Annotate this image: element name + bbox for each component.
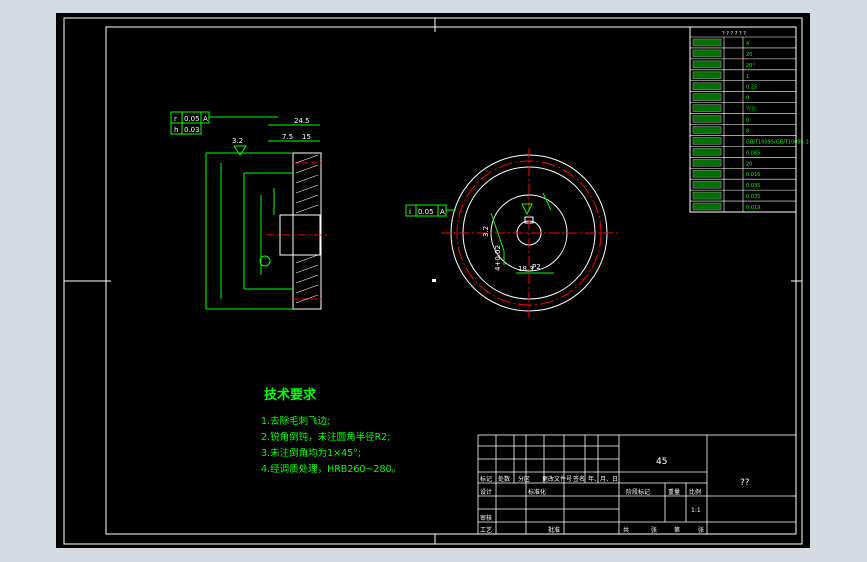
gear-body <box>292 152 322 310</box>
dim-front-3-2: 3.2 <box>482 226 490 237</box>
tb-material: 45 <box>656 457 667 467</box>
param-label-4 <box>692 82 722 90</box>
param-value-5: 0 <box>746 96 749 102</box>
param-value-9: GB/T10095(GB/T10095.1~2) <box>746 139 810 145</box>
param-header: ? ? ? ? ? ? <box>722 31 746 37</box>
tech-req-2: 2.锐角倒钝，未注圆角半径R2; <box>261 431 390 443</box>
tol1-datum: A <box>203 115 208 123</box>
tol1-sym: r <box>174 115 177 123</box>
sheet-inner-border <box>105 26 797 535</box>
tb-date: 年、月、日 <box>588 475 618 483</box>
tol-frame-2 <box>170 122 202 135</box>
side-section-view: r 0.05 A h 0.03 24.5 7.5 15 3.2 <box>170 111 328 310</box>
tb-approve: 批准 <box>548 526 560 534</box>
param-label-5 <box>692 93 722 101</box>
param-value-6: 7(?) <box>746 107 756 113</box>
tb-scale: 1:1 <box>691 507 701 514</box>
param-value-10: 0.085 <box>746 150 760 156</box>
param-label-14 <box>692 191 722 200</box>
tb-sheets-total-b: 张 <box>651 526 657 534</box>
param-label-9 <box>692 137 722 145</box>
tol2-sym: h <box>174 126 178 134</box>
param-value-13: 0.035 <box>746 183 760 189</box>
param-value-14: 0.035 <box>746 194 760 200</box>
dim-7-5: 7.5 <box>282 133 293 141</box>
tech-req-3: 3.未注倒角均为1×45°; <box>261 447 361 459</box>
param-value-2: 20° <box>746 63 755 69</box>
gear-drawing: r 0.05 A h 0.03 24.5 7.5 15 3.2 <box>63 17 810 545</box>
param-value-15: 0.019 <box>746 205 760 211</box>
dim-4-002: 4+0.02 <box>494 245 502 271</box>
tb-standard: 标准化 <box>528 488 546 496</box>
tb-sheets-no-b: 张 <box>698 526 704 534</box>
param-value-12: 0.016 <box>746 172 760 178</box>
tb-review: 审核 <box>480 514 492 522</box>
param-label-1 <box>692 49 722 58</box>
tol2-val: 0.03 <box>184 126 200 134</box>
param-label-0 <box>692 38 722 47</box>
param-label-6 <box>692 104 722 112</box>
param-label-13 <box>692 180 722 189</box>
dim-18-3: 18.3 <box>518 265 534 273</box>
tech-req-4: 4.经调质处理，HRB260~280。 <box>261 463 401 475</box>
tb-sheets-total-a: 共 <box>623 526 629 534</box>
param-label-7 <box>692 115 722 123</box>
tb-stage: 阶段标记 <box>626 488 650 496</box>
param-value-4: 0.25 <box>746 85 757 91</box>
dim-3-2: 3.2 <box>232 137 243 145</box>
param-value-0: 4 <box>746 41 749 47</box>
tol1-val: 0.05 <box>184 115 200 123</box>
parameter-table: ? ? ? ? ? ? 4 20 20° 1 0.25 0 7(?) 0 8GB/T10095(… <box>689 26 810 213</box>
param-label-12 <box>692 169 722 178</box>
param-value-11: 20 <box>746 161 752 167</box>
param-value-3: 1 <box>746 74 749 80</box>
tb-change: 更改文件号 <box>542 475 572 483</box>
tb-weight: 重量 <box>668 488 680 496</box>
param-label-2 <box>692 60 722 69</box>
tb-zone: 分区 <box>518 475 530 483</box>
tb-drawing-no: ?? <box>740 478 750 488</box>
tb-design: 设计 <box>480 488 492 496</box>
param-value-8: 8 <box>746 128 749 134</box>
param-label-15 <box>692 202 722 211</box>
param-value-7: 0 <box>746 118 749 124</box>
title-block <box>477 434 797 535</box>
tolf-sym: i <box>409 208 411 216</box>
title-block-text: 标记 处数 分区 更改文件号 签名 年、月、日 设计 标准化 审核 工艺 批准 … <box>480 457 750 534</box>
tech-req-1: 1.去除毛刺飞边; <box>261 415 330 427</box>
tb-count: 处数 <box>498 475 510 483</box>
technical-requirements: 技术要求 1.去除毛刺飞边; 2.锐角倒钝，未注圆角半径R2; 3.未注倒角均为… <box>261 387 401 475</box>
tb-sign: 签名 <box>573 475 585 483</box>
tb-mark: 标记 <box>480 475 492 483</box>
tb-process: 工艺 <box>480 526 492 534</box>
dim-24-5: 24.5 <box>294 117 310 125</box>
dim-p2: P2 <box>532 263 541 271</box>
param-label-10 <box>692 148 722 156</box>
tolf-datum: A <box>440 208 445 216</box>
param-label-3 <box>692 71 722 80</box>
tolf-val: 0.05 <box>418 208 434 216</box>
front-circular-view: i 0.05 A 3.2 18.3 P2 4+0.02 <box>405 148 618 318</box>
dim-15: 15 <box>302 133 311 141</box>
param-value-1: 20 <box>746 52 752 58</box>
tech-req-title: 技术要求 <box>264 387 317 403</box>
tb-sheets-no-a: 第 <box>674 526 680 534</box>
tb-scale-label: 比例 <box>689 488 701 496</box>
param-label-11 <box>692 159 722 167</box>
param-label-8 <box>692 126 722 134</box>
drawing-canvas: r 0.05 A h 0.03 24.5 7.5 15 3.2 <box>56 13 810 548</box>
